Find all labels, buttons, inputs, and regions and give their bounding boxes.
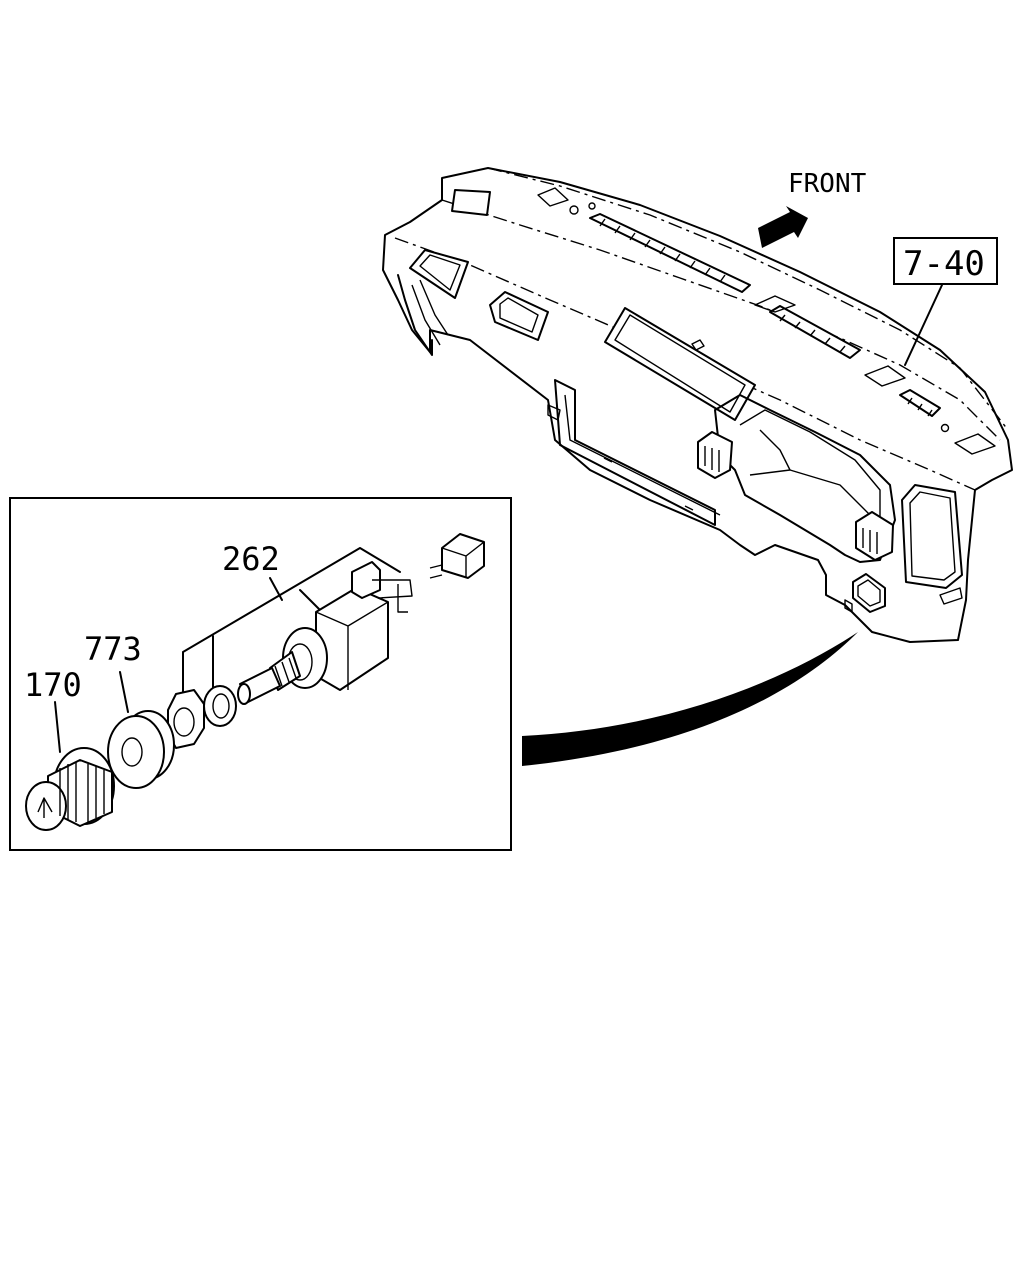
defrost-ribs <box>599 218 726 283</box>
ref-box-frame <box>893 237 998 285</box>
leader-262 <box>182 547 401 701</box>
detail-swoosh <box>522 632 858 766</box>
switch-body-icon <box>237 561 413 705</box>
knob-icon <box>25 747 115 831</box>
front-label: FRONT <box>788 169 867 199</box>
bezel-ring-icon <box>107 710 175 789</box>
connector-plug-icon <box>429 533 485 579</box>
ref-box-label: 7-40 <box>903 244 985 284</box>
part-number-262: 262 <box>222 540 280 578</box>
part-number-170: 170 <box>24 666 82 704</box>
leader-773 <box>119 671 129 713</box>
part-number-773: 773 <box>84 630 142 668</box>
ref-leader-line <box>904 284 943 366</box>
washer-icon <box>203 685 237 727</box>
leader-170 <box>54 701 61 753</box>
front-arrow-icon <box>758 206 808 248</box>
dashboard-assembly <box>382 167 1013 643</box>
